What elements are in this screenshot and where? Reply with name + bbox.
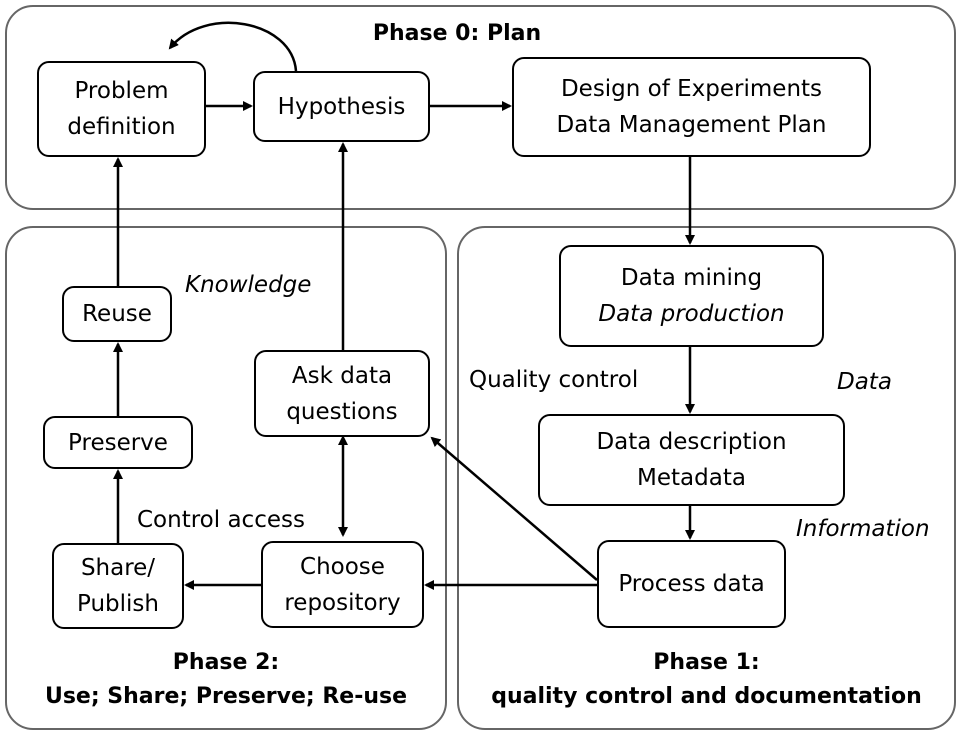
ask-data-questions-line1: Ask data [291, 362, 393, 389]
process-data-label: Process data [618, 571, 765, 597]
ask-data-questions-node: Ask data questions [254, 350, 430, 437]
data-mining-node: Data mining Data production [559, 245, 824, 347]
data-mining-line1: Data mining [620, 265, 763, 291]
information-label: Information [796, 516, 930, 542]
ask-data-questions-line2: questions [286, 398, 398, 425]
data-description-node: Data description Metadata [538, 414, 845, 506]
choose-repository-line2: repository [284, 589, 401, 616]
arrow-process-to-questions [430, 436, 598, 581]
hypothesis-node: Hypothesis [253, 71, 430, 142]
knowledge-label: Knowledge [185, 272, 312, 298]
quality-control-label: Quality control [469, 367, 639, 393]
preserve-node: Preserve [43, 416, 193, 469]
data-description-line2: Metadata [637, 465, 746, 491]
phase-1-title-line2: quality control and documentation [491, 684, 922, 709]
phase-2-title-line2: Use; Share; Preserve; Re-use [44, 684, 408, 709]
reuse-node: Reuse [62, 286, 172, 342]
reuse-label: Reuse [82, 301, 152, 327]
preserve-label: Preserve [68, 429, 168, 456]
phase-0-title: Phase 0: Plan [372, 21, 542, 46]
problem-definition-node: Problem definition [37, 61, 206, 157]
share-publish-line2: Publish [77, 591, 159, 617]
design-line1: Design of Experiments [560, 76, 823, 102]
choose-repository-line1: Choose [300, 553, 385, 580]
process-data-node: Process data [597, 540, 786, 628]
phase-2-panel [5, 226, 447, 730]
data-description-line1: Data description [596, 429, 787, 455]
phase-1-panel [457, 226, 956, 730]
control-access-label: Control access [137, 507, 305, 533]
problem-definition-line1: Problem [74, 78, 169, 104]
data-mining-line2: Data production [598, 301, 785, 327]
phase-0-plan-panel [5, 5, 956, 210]
phase-2-title-line1: Phase 2: [172, 650, 280, 675]
hypothesis-label: Hypothesis [277, 93, 406, 120]
design-line2: Data Management Plan [556, 112, 827, 138]
problem-definition-line2: definition [67, 114, 176, 140]
phase-1-title-line1: Phase 1: [653, 650, 760, 675]
share-publish-line1: Share/ [80, 555, 156, 581]
choose-repository-node: Choose repository [261, 541, 424, 628]
design-of-experiments-node: Design of Experiments Data Management Pl… [512, 57, 871, 157]
arrow-hypothesis-loop-to-problem [168, 21, 298, 72]
data-label: Data [837, 369, 892, 395]
share-publish-node: Share/ Publish [52, 543, 184, 629]
